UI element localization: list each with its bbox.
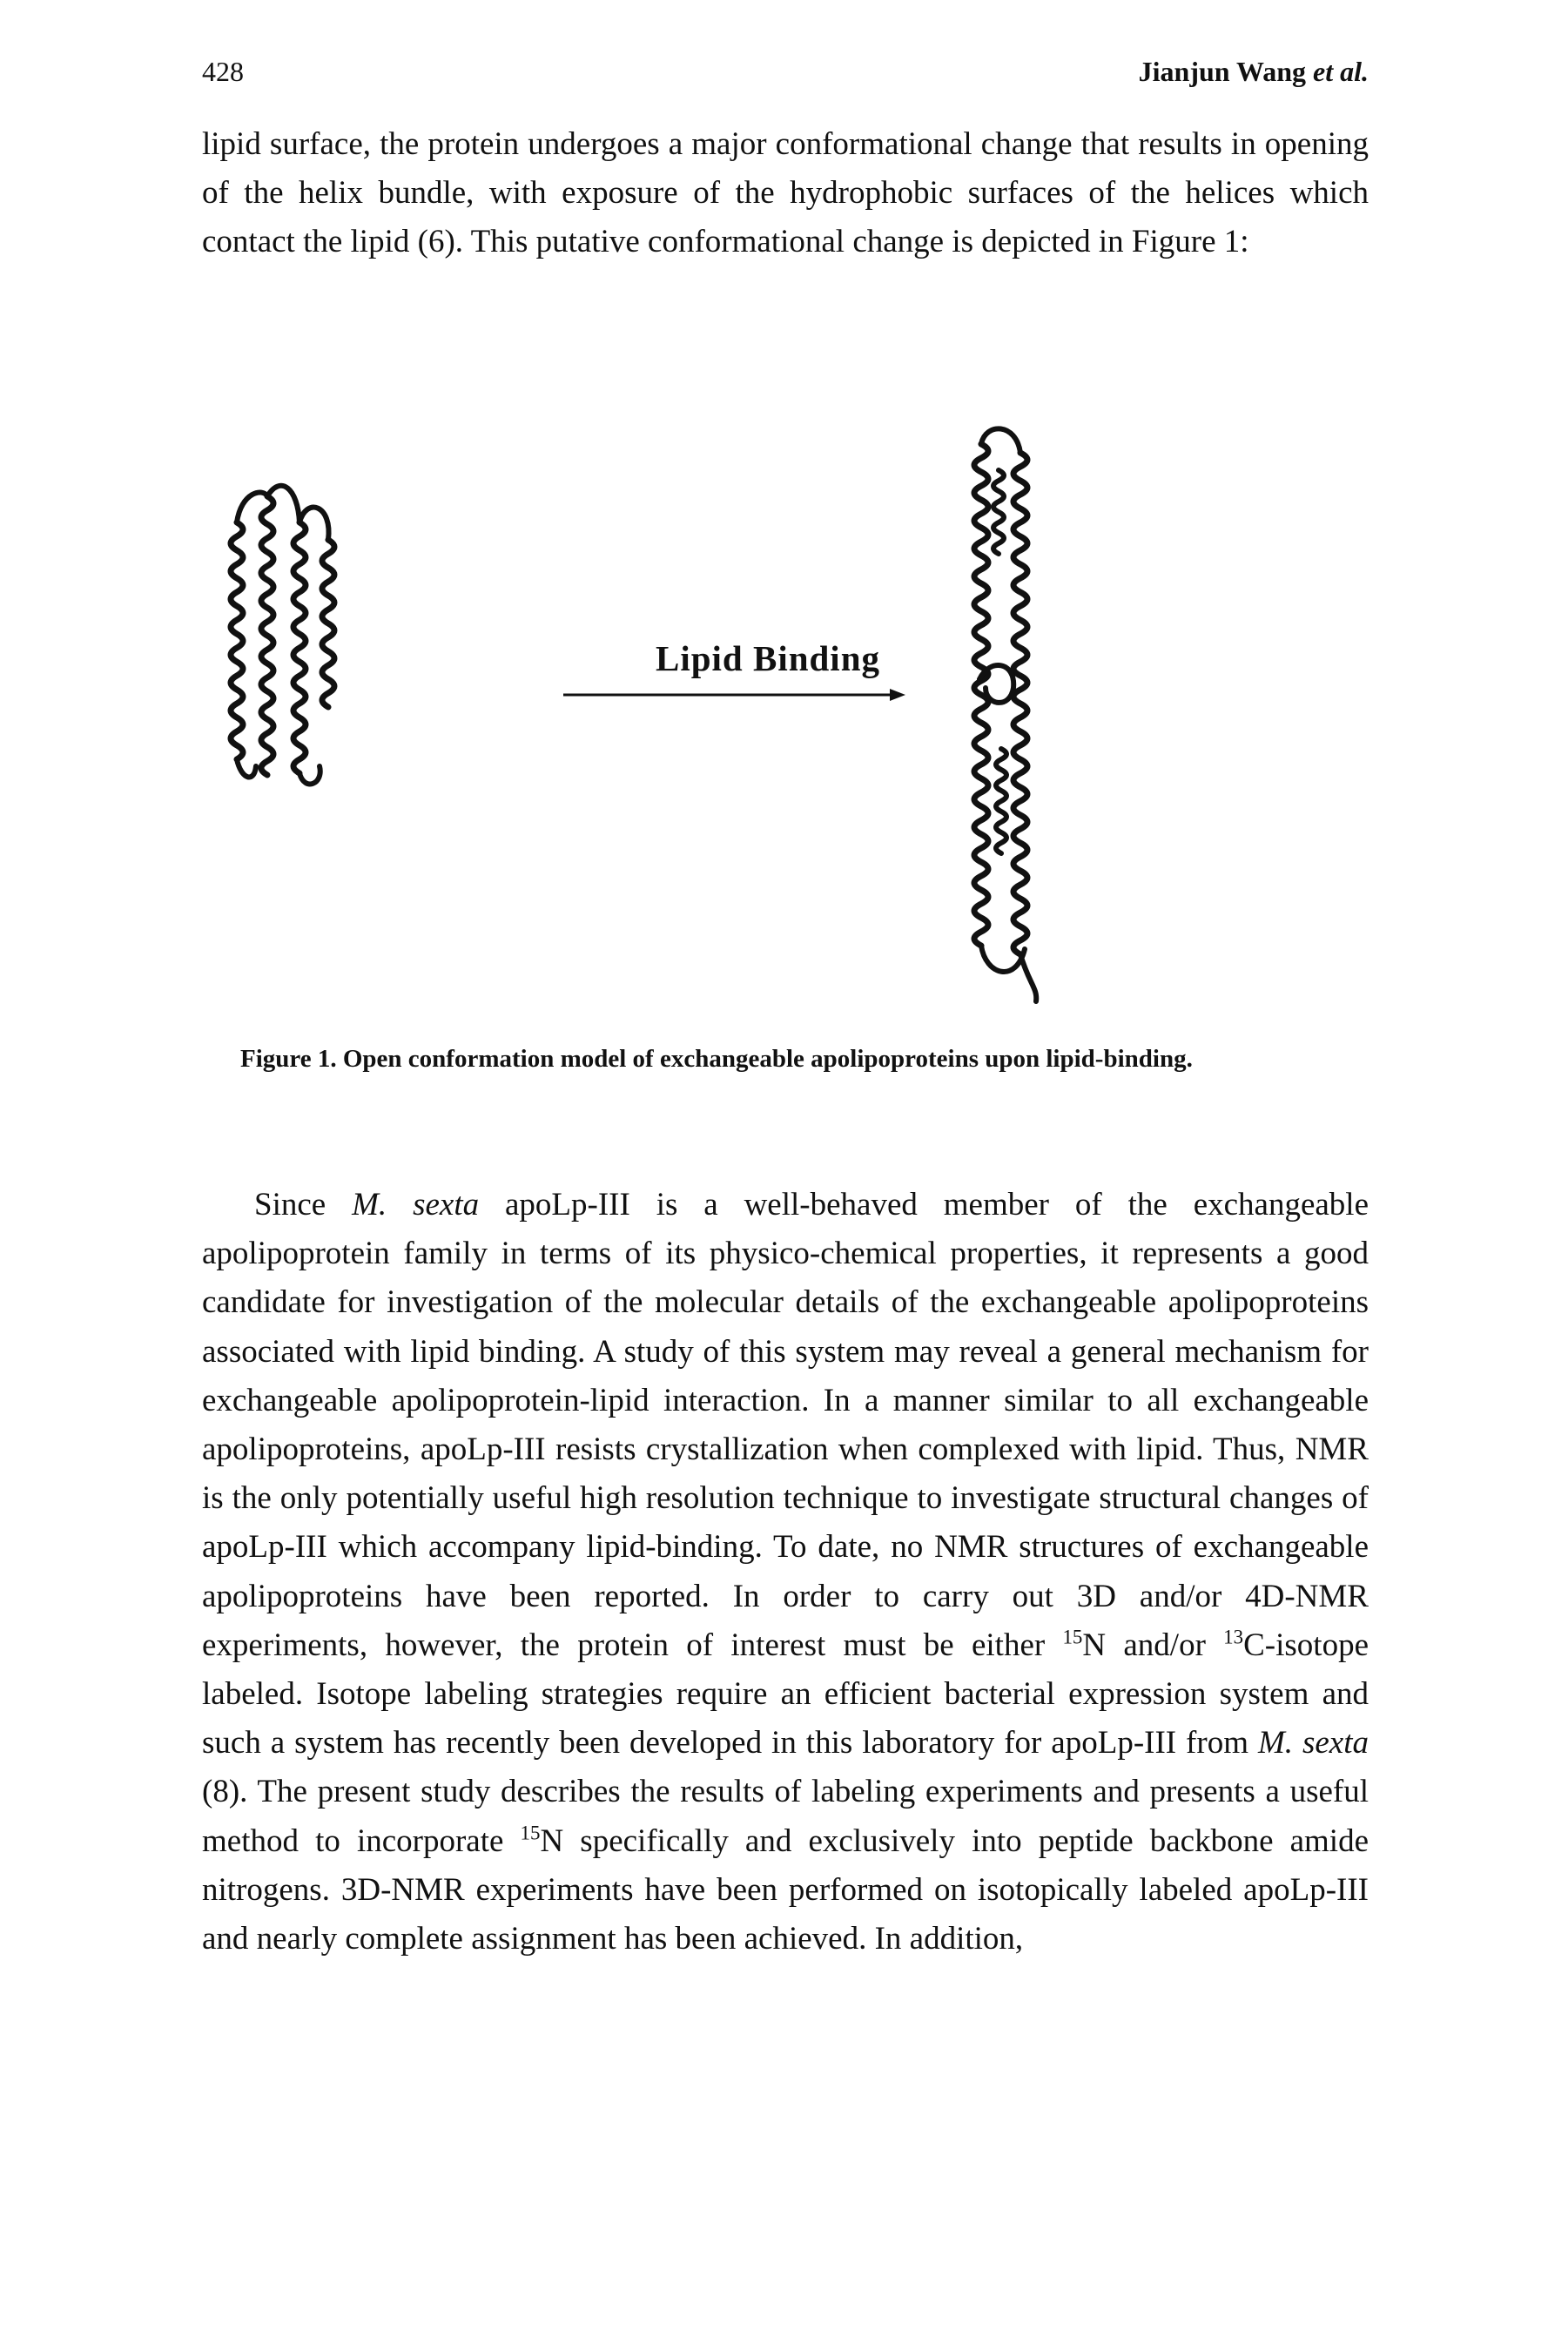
open-helix-c xyxy=(991,468,1009,856)
author-suffix: et al. xyxy=(1313,56,1369,87)
open-helix-bundle xyxy=(971,426,1040,1004)
caption-text: Open conformation model of exchangeable … xyxy=(342,1045,1193,1073)
open-helix-b xyxy=(1010,449,1031,958)
figure-1: Lipid Binding xyxy=(202,409,1369,1019)
species-name: M. sexta xyxy=(1257,1725,1369,1762)
paragraph-intro: lipid surface, the protein undergoes a m… xyxy=(202,126,1369,260)
text-run: (8). The present study describes the res… xyxy=(202,1774,1369,1859)
isotope-superscript: 15 xyxy=(520,1822,541,1844)
open-helix-a xyxy=(971,441,992,949)
arrow-label: Lipid Binding xyxy=(655,638,881,678)
paragraph-body: Since M. sexta apoLp-III is a well-behav… xyxy=(202,1181,1369,1964)
page-number: 428 xyxy=(202,56,244,87)
species-name: M. sexta xyxy=(352,1187,480,1223)
lipid-binding-arrow xyxy=(563,689,905,701)
figure-caption: Figure 1. Open conformation model of exc… xyxy=(240,1045,1372,1074)
helix-4 xyxy=(319,536,338,711)
text-run: apoLp-III is a well-behaved member of th… xyxy=(202,1187,1369,1663)
closed-helix-bundle xyxy=(227,482,338,787)
loop-bottom xyxy=(234,757,323,787)
running-author: Jianjun Wang et al. xyxy=(1139,56,1369,88)
isotope-superscript: 13 xyxy=(1223,1626,1244,1648)
page-header: 428 Jianjun Wang et al. xyxy=(202,56,1369,99)
text-run: N specifically and exclusively into pept… xyxy=(202,1822,1369,1957)
text-run: C-isotope labeled. Isotope labeling stra… xyxy=(202,1627,1369,1762)
figure-drawing xyxy=(227,426,1040,1004)
loop-top xyxy=(234,482,332,542)
helix-3 xyxy=(290,519,309,777)
open-loop-top xyxy=(979,426,1023,455)
isotope-superscript: 15 xyxy=(1062,1626,1083,1648)
helix-1 xyxy=(227,519,246,763)
author-name: Jianjun Wang xyxy=(1138,56,1307,87)
text-run: N and/or xyxy=(1082,1627,1224,1663)
helix-2 xyxy=(258,493,277,778)
open-loop-middle xyxy=(977,663,1017,705)
open-loop-bottom xyxy=(979,943,1040,1004)
caption-label: Figure 1. xyxy=(240,1045,337,1073)
text-run: Since xyxy=(254,1187,353,1223)
